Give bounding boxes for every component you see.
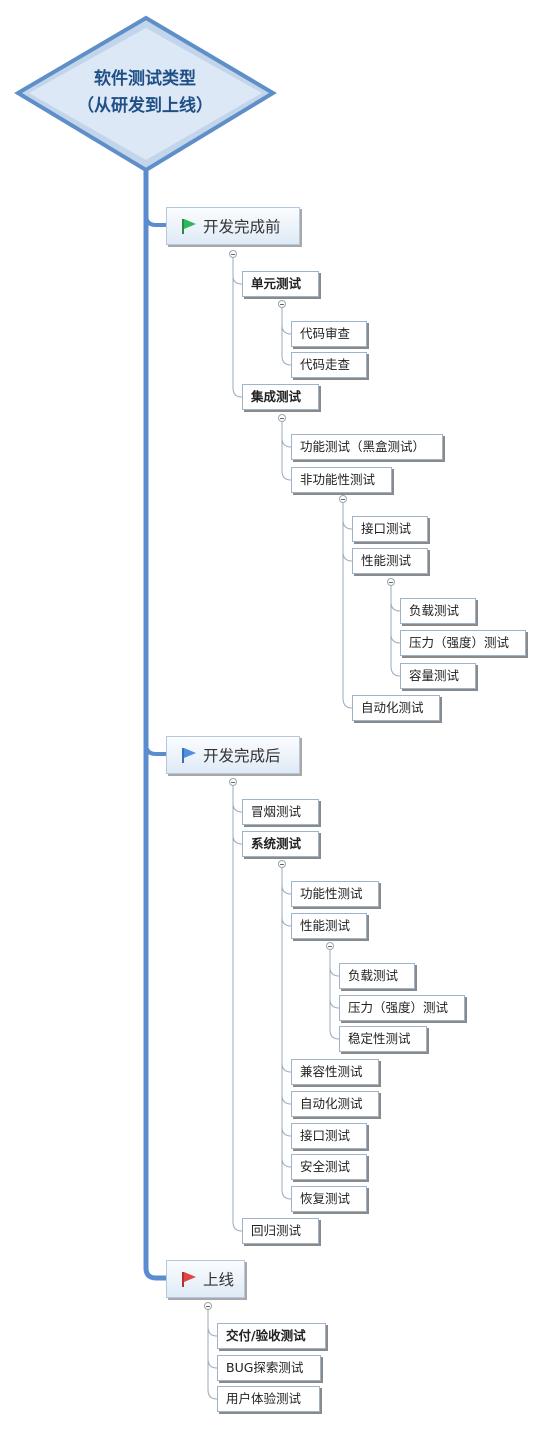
- collapse-toggle[interactable]: [229, 250, 237, 258]
- green-flag-icon: [182, 218, 196, 234]
- node-label: 自动化测试: [300, 1095, 363, 1111]
- node-label: 非功能性测试: [300, 471, 376, 487]
- trunk-line: [143, 165, 169, 1281]
- red-flag-icon: [182, 1271, 196, 1287]
- node-label: BUG探索测试: [226, 1359, 304, 1375]
- collapse-toggle[interactable]: [326, 942, 334, 950]
- node-code-review[interactable]: 代码审查: [291, 321, 367, 347]
- node-label: 安全测试: [300, 1158, 351, 1174]
- node-label: 兼容性测试: [300, 1063, 363, 1079]
- node-interface-test[interactable]: 接口测试: [352, 516, 428, 542]
- phase-label: 上线: [203, 1271, 235, 1289]
- collapse-toggle[interactable]: [204, 1302, 212, 1310]
- node-performance-test[interactable]: 性能测试: [291, 913, 367, 939]
- node-stress-test[interactable]: 压力（强度）测试: [400, 630, 526, 656]
- node-label: 回归测试: [251, 1222, 302, 1238]
- node-label: 功能性测试: [300, 885, 363, 901]
- node-exploratory-test[interactable]: BUG探索测试: [217, 1355, 321, 1381]
- node-label: 系统测试: [251, 835, 302, 851]
- node-label: 代码审查: [300, 325, 351, 341]
- collapse-toggle[interactable]: [229, 778, 237, 786]
- node-ux-test[interactable]: 用户体验测试: [217, 1386, 320, 1412]
- node-label: 压力（强度）测试: [348, 999, 449, 1015]
- phase-online[interactable]: 上线: [166, 1260, 245, 1298]
- node-security-test[interactable]: 安全测试: [291, 1154, 367, 1180]
- node-interface-test[interactable]: 接口测试: [291, 1123, 367, 1149]
- node-code-walkthrough[interactable]: 代码走查: [291, 352, 367, 378]
- node-label: 冒烟测试: [251, 803, 302, 819]
- collapse-toggle[interactable]: [278, 300, 286, 308]
- root-subtitle: （从研发到上线）: [77, 96, 213, 116]
- node-label: 性能测试: [361, 552, 412, 568]
- phase-before-dev-complete[interactable]: 开发完成前: [166, 207, 300, 245]
- node-nonfunctional-test[interactable]: 非功能性测试: [291, 467, 392, 493]
- node-label: 单元测试: [251, 275, 302, 291]
- node-label: 负载测试: [348, 967, 399, 983]
- node-label: 压力（强度）测试: [409, 634, 510, 650]
- node-label: 恢复测试: [300, 1190, 351, 1206]
- node-recovery-test[interactable]: 恢复测试: [291, 1186, 367, 1212]
- root-title: 软件测试类型: [94, 69, 196, 89]
- node-label: 稳定性测试: [348, 1030, 411, 1046]
- node-integration-test[interactable]: 集成测试: [242, 384, 319, 410]
- node-label: 自动化测试: [361, 699, 424, 715]
- branch-lines: [207, 254, 401, 1400]
- node-unit-test[interactable]: 单元测试: [242, 271, 319, 297]
- node-functional-blackbox[interactable]: 功能测试（黑盒测试）: [291, 434, 443, 460]
- node-performance-test[interactable]: 性能测试: [352, 548, 428, 574]
- collapse-toggle[interactable]: [278, 414, 286, 422]
- node-compatibility-test[interactable]: 兼容性测试: [291, 1059, 379, 1085]
- node-label: 功能测试（黑盒测试）: [300, 438, 426, 454]
- node-label: 性能测试: [300, 917, 351, 933]
- node-load-test[interactable]: 负载测试: [339, 963, 415, 989]
- node-label: 容量测试: [409, 667, 460, 683]
- node-stress-test[interactable]: 压力（强度）测试: [339, 995, 465, 1021]
- node-stability-test[interactable]: 稳定性测试: [339, 1026, 427, 1052]
- collapse-toggle[interactable]: [278, 860, 286, 868]
- node-acceptance-test[interactable]: 交付/验收测试: [217, 1323, 326, 1349]
- node-automation-test[interactable]: 自动化测试: [352, 695, 440, 721]
- node-label: 用户体验测试: [226, 1390, 302, 1406]
- node-regression-test[interactable]: 回归测试: [242, 1218, 319, 1244]
- node-system-test[interactable]: 系统测试: [242, 831, 319, 857]
- root-topic[interactable]: 软件测试类型 （从研发到上线）: [16, 66, 274, 120]
- node-label: 负载测试: [409, 602, 460, 618]
- collapse-toggle[interactable]: [387, 578, 395, 586]
- collapse-toggle[interactable]: [339, 495, 347, 503]
- phase-after-dev-complete[interactable]: 开发完成后: [166, 736, 300, 774]
- node-label: 接口测试: [300, 1127, 351, 1143]
- blue-flag-icon: [182, 747, 196, 763]
- root-diamond: [14, 15, 277, 173]
- node-label: 集成测试: [251, 388, 302, 404]
- node-functionality-test[interactable]: 功能性测试: [291, 881, 379, 907]
- node-smoke-test[interactable]: 冒烟测试: [242, 799, 319, 825]
- phase-label: 开发完成后: [203, 747, 281, 765]
- node-label: 代码走查: [300, 356, 351, 372]
- node-label: 交付/验收测试: [226, 1327, 306, 1343]
- phase-label: 开发完成前: [203, 218, 281, 236]
- node-capacity-test[interactable]: 容量测试: [400, 663, 476, 689]
- node-load-test[interactable]: 负载测试: [400, 598, 476, 624]
- node-label: 接口测试: [361, 520, 412, 536]
- node-automation-test[interactable]: 自动化测试: [291, 1091, 379, 1117]
